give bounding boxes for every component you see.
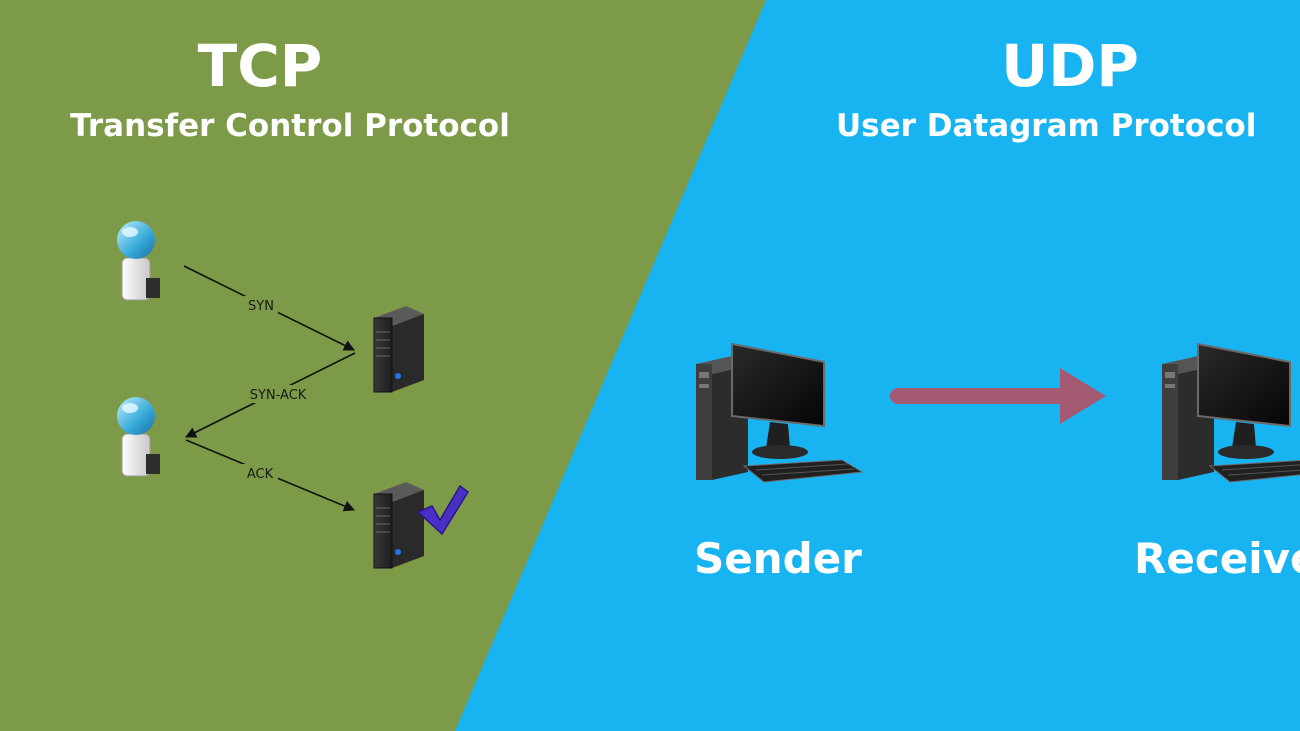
- server-icon: [373, 481, 425, 569]
- ack-label: ACK: [247, 467, 274, 482]
- right-arrow-icon: [890, 368, 1106, 424]
- tcp-handshake: SYN SYN-ACK ACK: [183, 265, 356, 512]
- udp-title: UDP: [1001, 32, 1139, 100]
- tcp-subtitle: Transfer Control Protocol: [70, 108, 510, 144]
- server-icon: [373, 305, 425, 393]
- syn-label: SYN: [248, 299, 274, 314]
- sender-label: Sender: [694, 534, 862, 583]
- checkmark-icon: [416, 484, 469, 536]
- tcp-title: TCP: [197, 32, 323, 100]
- udp-subtitle: User Datagram Protocol: [836, 108, 1257, 144]
- syn-ack-label: SYN-ACK: [250, 388, 307, 403]
- receiver-label: Receiver: [1134, 534, 1300, 583]
